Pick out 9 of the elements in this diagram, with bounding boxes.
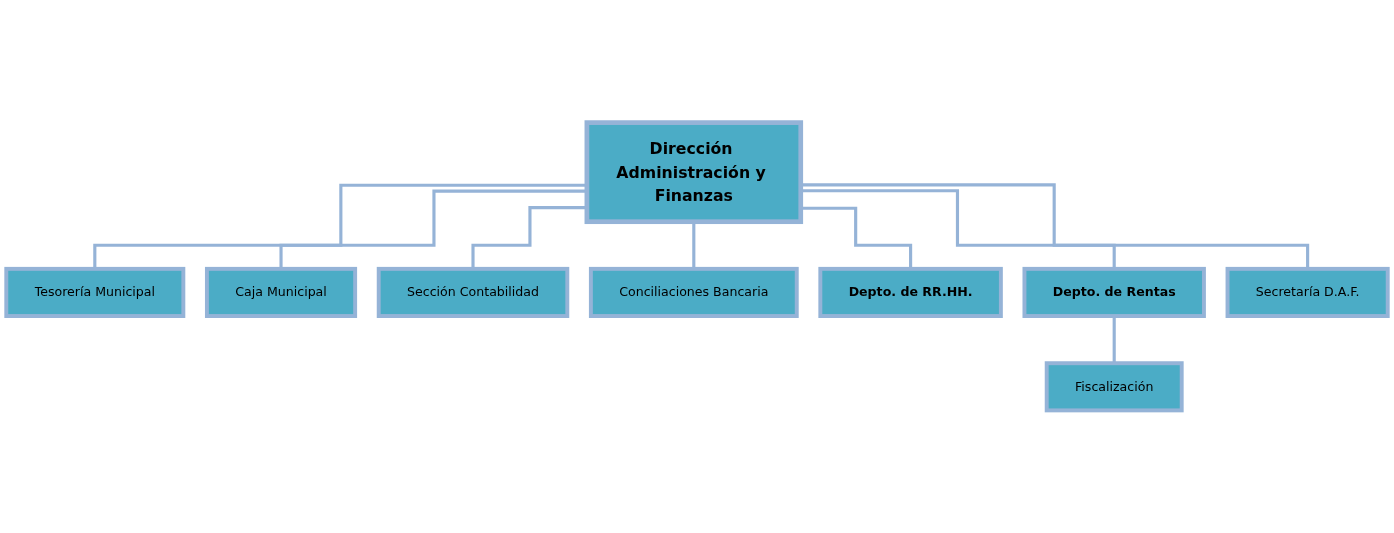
- node-box: Caja Municipal: [204, 266, 358, 318]
- node-box: Sección Contabilidad: [376, 266, 570, 318]
- node-box: Fiscalización: [1044, 361, 1184, 413]
- node-box: Tesorería Municipal: [4, 266, 186, 318]
- node-box: Secretaría D.A.F.: [1225, 266, 1390, 318]
- node-box: Conciliaciones Bancaria: [588, 266, 799, 318]
- node-box: Dirección Administración y Finanzas: [584, 120, 804, 225]
- node-box: Depto. de RR.HH.: [818, 266, 1003, 318]
- node-box: Depto. de Rentas: [1022, 266, 1206, 318]
